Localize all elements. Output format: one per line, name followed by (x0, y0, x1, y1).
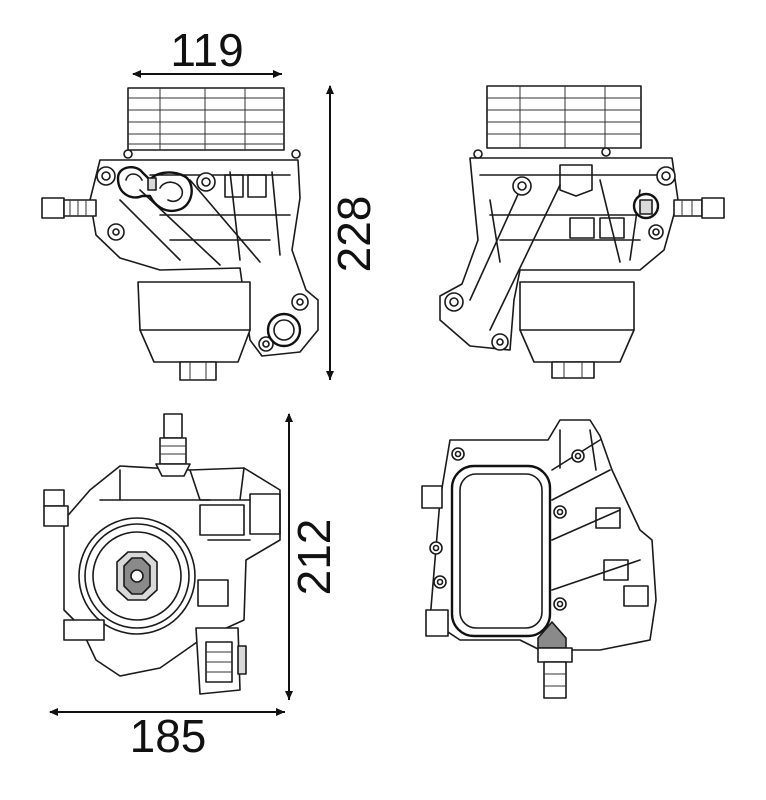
top-struts (99, 467, 281, 607)
dimension-212: 212 (285, 413, 340, 700)
front-bosses (96, 149, 309, 352)
dimension-label-185: 185 (130, 710, 207, 762)
dimension-228: 228 (326, 85, 380, 380)
top-filter-cap (78, 517, 196, 635)
view-side (421, 419, 657, 699)
front-sensor-port (41, 197, 97, 219)
rear-cooler-fins (487, 86, 641, 148)
front-struts (119, 171, 291, 266)
rear-filter-cup (519, 281, 635, 363)
rear-bosses (444, 147, 676, 351)
front-filter-cup (137, 281, 251, 363)
cooler-fins (128, 88, 284, 150)
front-housing (89, 159, 319, 357)
top-lower-connector (63, 619, 247, 695)
view-front (41, 87, 319, 381)
dimension-label-119: 119 (170, 24, 243, 76)
front-connector (116, 166, 193, 213)
front-round-port (266, 312, 302, 348)
view-top (43, 413, 281, 695)
dimension-label-212: 212 (288, 519, 340, 596)
rear-cooler-block (486, 85, 642, 149)
rear-struts (469, 164, 666, 331)
dimension-119: 119 (132, 24, 282, 78)
rear-housing (439, 157, 679, 351)
dimension-185: 185 (49, 708, 285, 762)
rear-filter-nut (551, 361, 595, 379)
side-cooler-face (450, 464, 552, 638)
side-left-plug (421, 485, 449, 637)
top-side-plug (43, 489, 69, 527)
front-filter-nut (179, 361, 217, 381)
rear-sensor (632, 192, 725, 220)
dimension-label-228: 228 (328, 196, 380, 273)
side-bottom-sensor (537, 621, 573, 699)
side-bosses (429, 447, 585, 611)
top-sensor (155, 413, 191, 477)
view-rear (439, 85, 725, 379)
cooler-block (127, 87, 285, 151)
